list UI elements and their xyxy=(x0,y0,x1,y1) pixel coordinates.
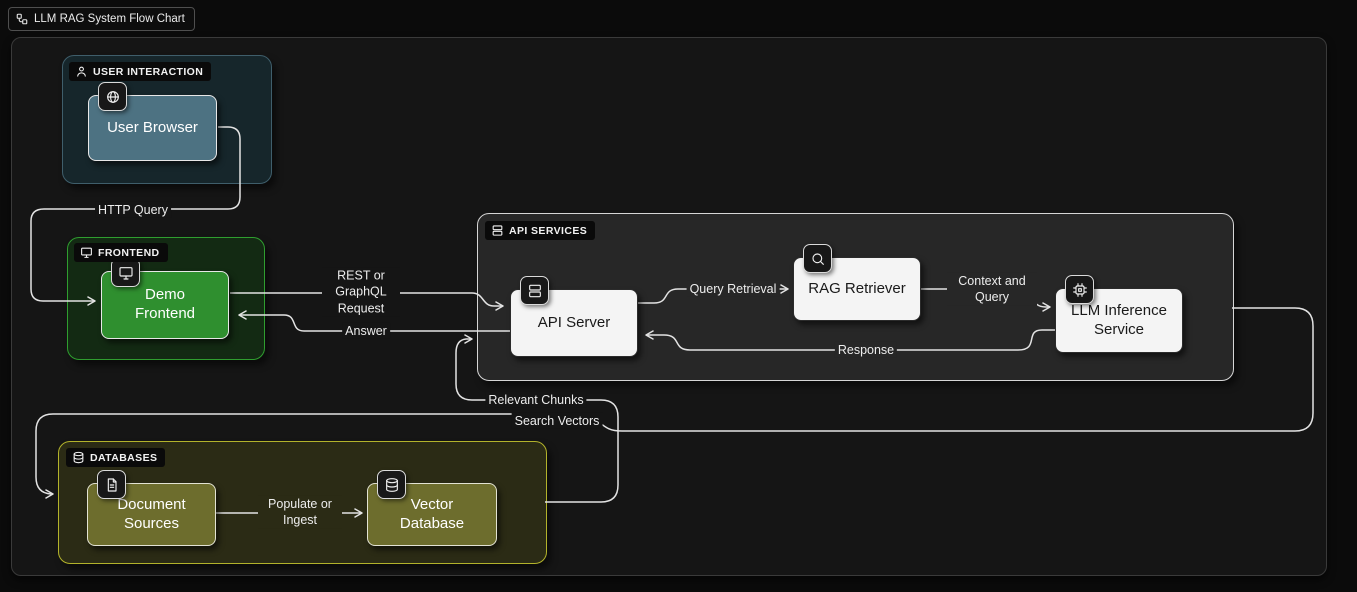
diagram-title: LLM RAG System Flow Chart xyxy=(34,13,185,25)
group-label-frontend: FRONTEND xyxy=(74,243,168,262)
node-badge xyxy=(1065,275,1094,304)
edge-label-search-vectors: Search Vectors xyxy=(511,412,603,430)
group-label-databases: DATABASES xyxy=(66,448,166,467)
node-label: API Server xyxy=(537,313,611,331)
diagram-title-badge: LLM RAG System Flow Chart xyxy=(8,7,195,31)
node-badge xyxy=(111,258,140,287)
node-api-server: API Server xyxy=(510,276,638,357)
globe-icon xyxy=(106,90,119,103)
edge-label-context-and-query: Context and Query xyxy=(947,272,1037,306)
group-label-text: USER INTERACTION xyxy=(93,65,204,78)
node-badge xyxy=(520,276,549,305)
node-user-browser: User Browser xyxy=(88,82,217,161)
edge-label-answer: Answer xyxy=(342,322,390,340)
node-demo-frontend: Demo Frontend xyxy=(101,258,229,339)
node-label: Demo Frontend xyxy=(134,286,196,322)
edge-label-rest-request: REST or GraphQL Request xyxy=(322,267,400,317)
node-badge xyxy=(377,470,406,499)
node-label: RAG Retriever xyxy=(808,279,906,297)
node-badge xyxy=(98,82,127,111)
search-icon xyxy=(811,252,824,265)
node-vector-database: Vector Database xyxy=(367,470,497,546)
flow-icon xyxy=(16,13,28,25)
node-label: LLM Inference Service xyxy=(1071,301,1167,338)
edge-label-relevant-chunks: Relevant Chunks xyxy=(485,391,587,409)
node-badge xyxy=(97,470,126,499)
node-label: Document Sources xyxy=(117,495,186,532)
edge-label-query-retrieval: Query Retrieval xyxy=(686,280,780,298)
edge-label-http-query: HTTP Query xyxy=(95,201,171,219)
server-icon xyxy=(492,225,503,236)
edge-label-response: Response xyxy=(834,341,898,359)
database-icon xyxy=(73,451,84,464)
cpu-icon xyxy=(1072,282,1087,297)
edge-label-populate-or-ingest: Populate or Ingest xyxy=(258,495,342,529)
node-rag-retriever: RAG Retriever xyxy=(793,244,921,321)
group-label-user-interaction: USER INTERACTION xyxy=(69,62,212,81)
document-icon xyxy=(107,477,117,492)
group-label-text: FRONTEND xyxy=(98,246,160,259)
node-badge xyxy=(803,244,832,273)
group-label-text: DATABASES xyxy=(90,451,158,464)
node-document-sources: Document Sources xyxy=(87,470,216,546)
node-label: Vector Database xyxy=(399,495,465,532)
monitor-icon xyxy=(118,266,133,280)
node-llm-inference-service: LLM Inference Service xyxy=(1055,275,1183,353)
server-icon xyxy=(528,284,541,297)
node-label: User Browser xyxy=(107,118,198,136)
group-label-api-services: API SERVICES xyxy=(485,221,596,240)
database-icon xyxy=(385,477,398,492)
person-icon xyxy=(77,66,86,77)
monitor-icon xyxy=(81,247,92,258)
group-label-text: API SERVICES xyxy=(509,224,588,237)
